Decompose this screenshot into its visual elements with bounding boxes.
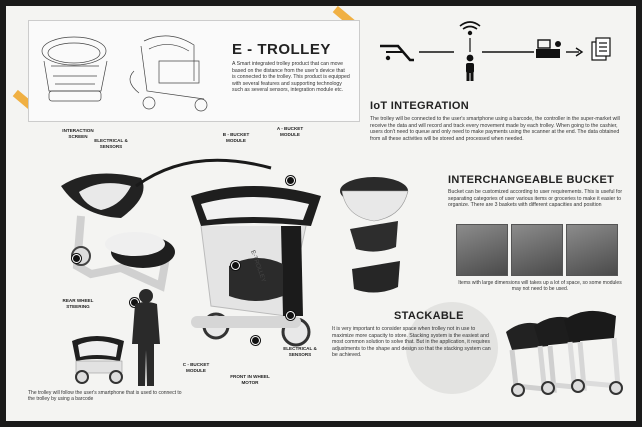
- callout-dot: [130, 298, 139, 307]
- cashier-icon: [536, 39, 561, 58]
- presentation-board: E - TROLLEY A Smart integrated trolley p…: [6, 6, 636, 421]
- bucket-title: INTERCHANGEABLE BUCKET: [448, 174, 615, 186]
- sketch-panel: E - TROLLEY A Smart integrated trolley p…: [28, 20, 360, 122]
- iot-title: IoT INTEGRATION: [370, 100, 470, 112]
- product-title: E - TROLLEY: [232, 41, 331, 58]
- trolley-sketch: [41, 35, 208, 112]
- label-electrical-bottom: ELECTRICAL & SENSORS: [283, 346, 317, 357]
- callout-dot: [231, 261, 240, 270]
- label-front-wheel: FRONT IN WHEEL MOTOR: [230, 374, 270, 385]
- callout-dot: [286, 176, 295, 185]
- callout-dot: [251, 336, 260, 345]
- trolley-render: E-TROLLEY: [61, 158, 321, 347]
- stackable-text: It is very important to consider space w…: [332, 326, 491, 359]
- callout-dot: [286, 311, 295, 320]
- small-trolley: [72, 336, 124, 384]
- bucket-photo-2: [511, 224, 563, 276]
- iot-text: The trolley will be connected to the use…: [370, 116, 620, 142]
- stackable-backdrop: [406, 302, 498, 394]
- stackable-title: STACKABLE: [394, 310, 464, 322]
- bucket-caption: Items with large dimensions will takes u…: [458, 280, 622, 293]
- user-silhouette: [132, 289, 160, 386]
- bucket-photo-3: [566, 224, 618, 276]
- label-c-bucket: C - BUCKET MODULE: [182, 362, 210, 373]
- stacked-trolleys: [506, 310, 623, 397]
- callout-dot: [72, 254, 81, 263]
- bucket-photo-1: [456, 224, 508, 276]
- documents-icon: [591, 37, 611, 61]
- label-rear-wheel: REAR WHEEL STEERING: [62, 298, 94, 309]
- wifi-icon: [459, 21, 481, 36]
- trolley-icon: [380, 44, 414, 62]
- bucket-text: Bucket can be customized according to us…: [448, 189, 623, 209]
- label-b-bucket: B - BUCKET MODULE: [222, 132, 250, 143]
- follow-caption: The trolley will follow the user's smart…: [28, 390, 182, 403]
- label-a-bucket: A - BUCKET MODULE: [276, 126, 304, 137]
- label-electrical-top: ELECTRICAL & SENSORS: [94, 138, 128, 149]
- exploded-buckets: [340, 177, 409, 293]
- label-interaction-screen: INTERACTION SCREEN: [62, 128, 94, 139]
- iot-diagram: [380, 21, 611, 81]
- person-icon: [466, 54, 474, 81]
- product-description: A Smart integrated trolley product that …: [232, 61, 350, 94]
